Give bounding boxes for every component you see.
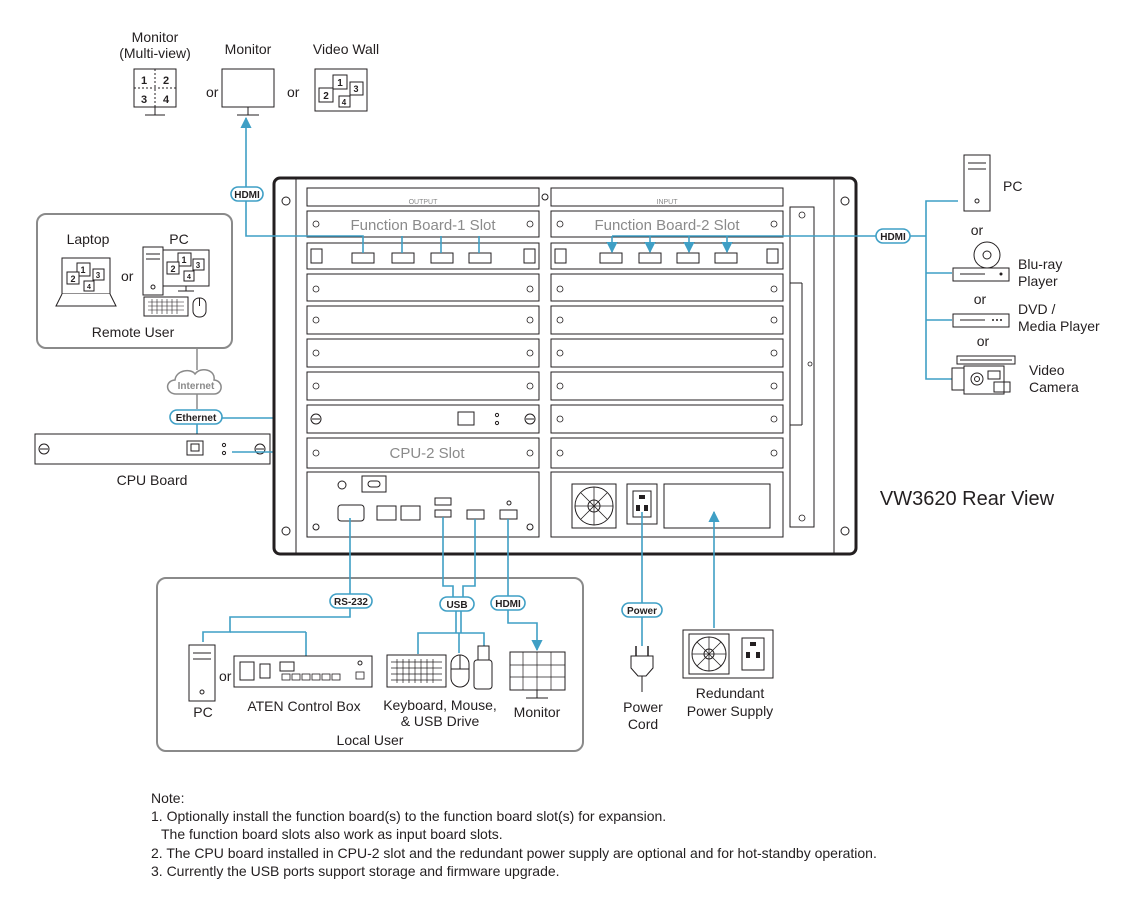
svg-text:1: 1 [80, 265, 85, 275]
cpu-board: CPU Board [34, 433, 271, 488]
multiview-cell-2: 2 [163, 75, 169, 87]
svg-text:3: 3 [96, 271, 101, 280]
svg-text:HDMI: HDMI [495, 599, 521, 610]
power-cord-label-2: Cord [628, 716, 658, 732]
svg-text:RS-232: RS-232 [334, 597, 368, 608]
camera-label-2: Camera [1029, 379, 1079, 395]
svg-text:HDMI: HDMI [234, 190, 260, 201]
rear-view-label: VW3620 Rear View [880, 488, 1055, 510]
note-line-1: 1. Optionally install the function board… [151, 808, 667, 824]
laptop-icon: 1 2 3 4 [55, 257, 117, 307]
svg-text:HDMI: HDMI [880, 232, 906, 243]
redundant-label-1: Redundant [696, 685, 765, 701]
note-line-4: 3. Currently the USB ports support stora… [151, 863, 560, 879]
multiview-cell-3: 3 [141, 94, 147, 106]
camera-label-1: Video [1029, 362, 1065, 378]
ethernet-cable-tag: Ethernet [169, 409, 223, 425]
multiview-monitor: Monitor (Multi-view) 1 2 3 4 [119, 29, 191, 116]
pc-set-icon: 1 2 3 4 [142, 246, 210, 318]
hdmi-local-cable-tag: HDMI [490, 595, 526, 611]
rs232-cable-tag: RS-232 [329, 593, 373, 609]
dvd-media-player-icon [952, 313, 1010, 328]
source-pc-label: PC [1003, 178, 1022, 194]
redundant-label-2: Power Supply [687, 703, 773, 719]
svg-text:2: 2 [170, 264, 175, 274]
aten-control-box-icon [233, 655, 373, 688]
multiview-cell-1: 1 [141, 75, 147, 87]
bluray-player-icon [952, 241, 1010, 282]
remote-user-label: Remote User [92, 324, 175, 340]
svg-text:Power: Power [627, 606, 657, 617]
svg-text:Ethernet: Ethernet [176, 413, 217, 424]
source-pc-icon [963, 154, 991, 212]
internet-label: Internet [178, 381, 215, 392]
monitor: Monitor [221, 41, 275, 116]
remote-user-group: Laptop PC 1 2 3 4 or 1 2 [36, 213, 233, 349]
local-monitor-label: Monitor [514, 704, 561, 720]
or-text: or [206, 84, 219, 100]
function-board-2-slot: Function Board-2 Slot [594, 217, 740, 234]
local-monitor-icon [509, 651, 566, 699]
internet-cloud-icon: Internet [166, 369, 222, 395]
video-wall: Video Wall 1 2 3 4 [313, 41, 379, 112]
local-pc-icon [188, 644, 216, 702]
output-label: OUTPUT [409, 199, 439, 206]
bluray-label-1: Blu-ray [1018, 256, 1062, 272]
kbd-label-1: Keyboard, Mouse, [383, 697, 497, 713]
laptop-label: Laptop [67, 231, 110, 247]
psu-fan-icon [571, 483, 617, 529]
or-text: or [974, 291, 987, 307]
input-label: INPUT [657, 199, 679, 206]
or-text: or [977, 333, 990, 349]
local-pc-label: PC [193, 704, 212, 720]
svg-text:2: 2 [323, 91, 329, 102]
or-text: or [121, 268, 134, 284]
control-box-label: ATEN Control Box [247, 698, 360, 714]
dvd-label-2: Media Player [1018, 318, 1100, 334]
or-text: or [287, 84, 300, 100]
hdmi-input-cable-tag: HDMI [875, 228, 911, 244]
or-text: or [219, 668, 232, 684]
function-board-1-slot: Function Board-1 Slot [350, 217, 496, 234]
note-line-2: The function board slots also work as in… [161, 826, 503, 842]
video-camera-icon [951, 355, 1016, 395]
kbd-label-2: & USB Drive [401, 713, 480, 729]
multiview-cell-4: 4 [163, 94, 170, 106]
svg-text:1: 1 [337, 78, 343, 89]
cpu-2-slot: CPU-2 Slot [389, 445, 465, 462]
or-text: or [971, 222, 984, 238]
dvd-label-1: DVD / [1018, 301, 1055, 317]
multiview-label-2: (Multi-view) [119, 45, 191, 61]
power-cable-tag: Power [621, 602, 663, 618]
bluray-label-2: Player [1018, 273, 1058, 289]
svg-text:3: 3 [353, 84, 358, 94]
svg-text:3: 3 [196, 261, 201, 270]
cpu-board-label: CPU Board [117, 472, 188, 488]
local-user-label: Local User [337, 732, 404, 748]
vw3620-chassis: OUTPUT INPUT Function Board-1 Slot Funct… [272, 176, 858, 556]
power-cord-plug-icon [630, 646, 654, 692]
keyboard-mouse-usb-icon [386, 645, 493, 690]
svg-text:4: 4 [87, 284, 91, 291]
power-cord-label-1: Power [623, 699, 663, 715]
hdmi-output-cable-tag: HDMI [230, 186, 264, 202]
svg-text:2: 2 [70, 274, 75, 284]
note-line-3: 2. The CPU board installed in CPU-2 slot… [151, 845, 877, 861]
svg-text:4: 4 [342, 98, 347, 107]
svg-text:USB: USB [446, 600, 467, 611]
note-heading: Note: [151, 790, 185, 806]
svg-text:1: 1 [181, 255, 186, 265]
monitor-label: Monitor [225, 41, 272, 57]
videowall-label: Video Wall [313, 41, 379, 57]
pc-label: PC [169, 231, 188, 247]
redundant-power-supply-icon [682, 629, 774, 679]
svg-text:4: 4 [187, 274, 191, 281]
multiview-label-1: Monitor [132, 29, 179, 45]
usb-cable-tag: USB [439, 596, 475, 612]
